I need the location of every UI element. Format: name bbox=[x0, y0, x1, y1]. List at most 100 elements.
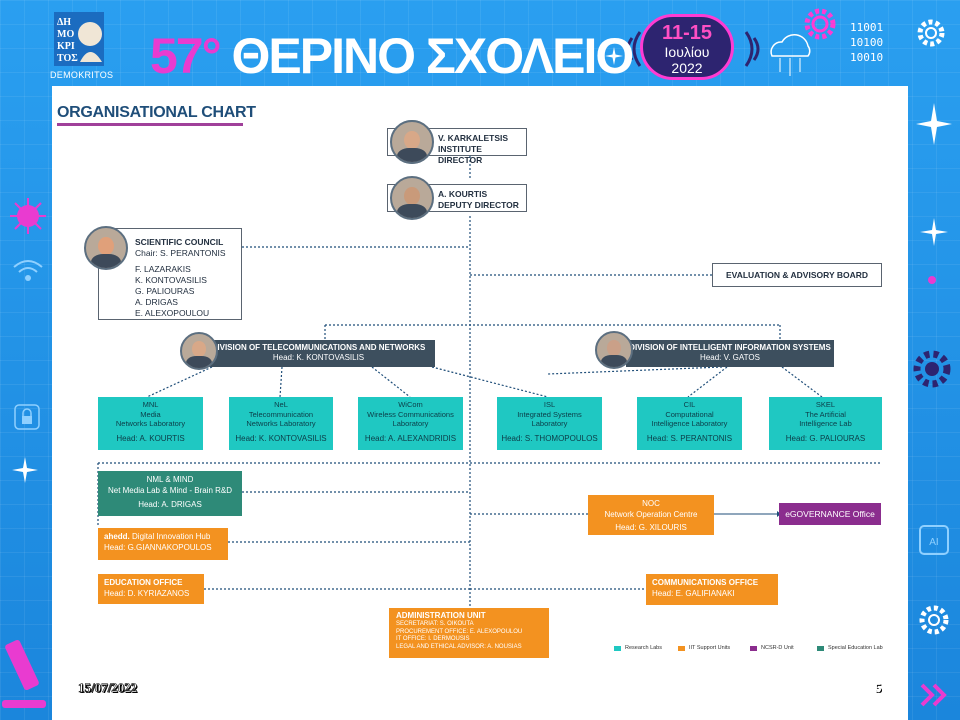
svg-text:ΚΡΙ: ΚΡΙ bbox=[57, 41, 75, 52]
legend-label: NCSR-D Unit bbox=[761, 645, 794, 651]
lab-skel: SKEL The Artificial Intelligence Lab Hea… bbox=[769, 397, 882, 450]
lab-abbr: CIL bbox=[683, 400, 696, 409]
lab-head: Head: A. ALEXANDRIDIS bbox=[364, 433, 457, 443]
nml-subtitle: Net Media Lab & Mind - Brain R&D bbox=[107, 485, 233, 495]
title-underline bbox=[57, 123, 243, 126]
svg-text:ΤΟΣ: ΤΟΣ bbox=[57, 53, 78, 64]
council-member: K. KONTOVASILIS bbox=[135, 275, 207, 285]
deputy-name: A. KOURTIS bbox=[438, 189, 488, 199]
lab-head: Head: G. PALIOURAS bbox=[785, 433, 866, 443]
sparkle-icon bbox=[12, 457, 38, 483]
sparkle-icon bbox=[920, 218, 948, 284]
binary-line: 10100 bbox=[850, 36, 884, 49]
svg-text:ΔΗ: ΔΗ bbox=[57, 17, 71, 28]
lab-abbr: SKEL bbox=[815, 400, 836, 409]
svg-text:AI: AI bbox=[929, 537, 938, 548]
virus-icon bbox=[10, 198, 46, 234]
communications-office-box: COMMUNICATIONS OFFICE Head: E. GALIFIANA… bbox=[646, 574, 778, 605]
lab-abbr: NeL bbox=[274, 400, 288, 409]
event-title: 57° ΘΕΡΙΝΟ ΣΧΟΛΕΙΟ bbox=[150, 26, 635, 86]
chart-title: ORGANISATIONAL CHART bbox=[57, 104, 256, 121]
logo-label: DEMOKRITOS bbox=[50, 70, 114, 80]
ahedd-box: ahedd. Digital Innovation Hub Head: G.GI… bbox=[98, 528, 228, 560]
lock-icon bbox=[14, 404, 40, 430]
footer-date: 15/07/2022 bbox=[78, 680, 138, 696]
nml-head: Head: A. DRIGAS bbox=[138, 500, 202, 509]
noc-box: NOC Network Operation Centre Head: G. XI… bbox=[588, 495, 714, 535]
date-month: Ιουλίου bbox=[664, 44, 710, 60]
lab-name-line: The Artificial bbox=[805, 409, 846, 419]
division-title: DIVISION OF TELECOMMUNICATIONS AND NETWO… bbox=[211, 343, 426, 352]
lab-head: Head: K. KONTOVASILIS bbox=[235, 433, 327, 443]
wifi-icon bbox=[13, 260, 43, 281]
ahedd-brand: ahedd. bbox=[104, 532, 130, 541]
admin-line: LEGAL AND ETHICAL ADVISOR: A. NOUSIAS bbox=[396, 643, 522, 650]
legend-label: Research Labs bbox=[625, 645, 662, 651]
admin-line: PROCUREMENT OFFICE: E. ALEXOPOULOU bbox=[396, 628, 523, 635]
admin-title: ADMINISTRATION UNIT bbox=[396, 611, 486, 620]
council-chair: Chair: S. PERANTONIS bbox=[135, 248, 226, 258]
council-member: F. LAZARAKIS bbox=[135, 264, 191, 274]
division-telecom: DIVISION OF TELECOMMUNICATIONS AND NETWO… bbox=[202, 340, 435, 367]
noc-title: NOC bbox=[642, 499, 660, 508]
gear-icon bbox=[913, 350, 951, 388]
council-title: SCIENTIFIC COUNCIL bbox=[135, 237, 224, 247]
demokritos-logo: ΔΗ ΜΟ ΚΡΙ ΤΟΣ DEMOKRITOS bbox=[50, 12, 114, 84]
education-head: Head: D. KYRIAZANOS bbox=[104, 589, 190, 598]
event-name: ΘΕΡΙΝΟ ΣΧΟΛΕΙΟ bbox=[231, 28, 635, 84]
education-office-box: EDUCATION OFFICE Head: D. KYRIAZANOS bbox=[98, 574, 204, 604]
nml-mind-box: NML & MIND Net Media Lab & Mind - Brain … bbox=[98, 471, 242, 516]
lab-abbr: WiCom bbox=[398, 400, 423, 409]
lab-mnl: MNL Media Networks Laboratory Head: A. K… bbox=[98, 397, 203, 450]
date-range: 11-15 bbox=[661, 22, 713, 44]
lab-name-line: Laboratory bbox=[392, 419, 429, 428]
lab-wicom: WiCom Wireless Communications Laboratory… bbox=[358, 397, 463, 450]
director-role: INSTITUTE DIRECTOR bbox=[438, 144, 483, 165]
page-number: 5 bbox=[875, 680, 882, 695]
microscope-icon bbox=[2, 639, 46, 708]
legend-special-education: Special Education Lab bbox=[817, 645, 883, 651]
administration-unit-box: ADMINISTRATION UNIT SECRETARIAT: S. OIKO… bbox=[389, 608, 549, 658]
telecom-head-avatar bbox=[180, 332, 218, 370]
sound-wave-icon bbox=[744, 31, 760, 67]
lab-nel: NeL Telecommunication Networks Laborator… bbox=[229, 397, 333, 450]
lab-name-line: Wireless Communications bbox=[367, 409, 454, 419]
evaluation-board-box: EVALUATION & ADVISORY BOARD bbox=[712, 263, 882, 287]
ai-chip-icon: AI bbox=[919, 525, 949, 555]
education-title: EDUCATION OFFICE bbox=[104, 578, 183, 587]
gear-icon bbox=[917, 19, 945, 47]
gear-icon bbox=[919, 605, 949, 635]
lab-name-line: Media bbox=[140, 409, 161, 419]
legend-iit-support: IIT Support Units bbox=[678, 645, 730, 651]
date-badge: 11-15 Ιουλίου 2022 bbox=[640, 14, 734, 80]
legend-label: Special Education Lab bbox=[828, 645, 883, 651]
director-avatar bbox=[390, 120, 434, 164]
division-title: DIVISION OF INTELLIGENT INFORMATION SYST… bbox=[629, 343, 831, 352]
cloud-network-icon bbox=[770, 34, 811, 76]
council-chair-avatar bbox=[84, 226, 128, 270]
council-member: G. PALIOURAS bbox=[135, 286, 195, 296]
noc-subtitle: Network Operation Centre bbox=[604, 510, 698, 519]
ahedd-head: Head: G.GIANNAKOPOULOS bbox=[104, 543, 212, 552]
lab-cil: CIL Computational Intelligence Laborator… bbox=[637, 397, 742, 450]
demokritos-emblem: ΔΗ ΜΟ ΚΡΙ ΤΟΣ bbox=[54, 12, 104, 66]
lab-name-line: Computational bbox=[665, 409, 714, 419]
binary-line: 10010 bbox=[850, 51, 884, 64]
nml-title: NML & MIND bbox=[146, 475, 194, 484]
lab-isl: ISL Integrated Systems Laboratory Head: … bbox=[497, 397, 602, 450]
lab-head: Head: S. THOMOPOULOS bbox=[501, 433, 598, 443]
lab-name-line: Networks Laboratory bbox=[115, 419, 186, 428]
director-name: V. KARKALETSIS bbox=[438, 133, 509, 143]
ahedd-title: Digital Innovation Hub bbox=[132, 532, 211, 541]
lab-head: Head: S. PERANTONIS bbox=[646, 433, 733, 443]
lab-name-line: Networks Laboratory bbox=[246, 419, 316, 428]
council-member: E. ALEXOPOULOU bbox=[135, 308, 210, 318]
lab-name-line: Intelligence Lab bbox=[799, 419, 852, 428]
date-year: 2022 bbox=[671, 60, 703, 76]
deputy-role: DEPUTY DIRECTOR bbox=[438, 200, 519, 210]
lab-abbr: MNL bbox=[142, 400, 159, 409]
lab-name-line: Intelligence Laboratory bbox=[651, 419, 728, 428]
double-chevron-icon bbox=[920, 683, 947, 707]
noc-head: Head: G. XILOURIS bbox=[615, 523, 687, 532]
lab-name-line: Telecommunication bbox=[248, 409, 314, 419]
